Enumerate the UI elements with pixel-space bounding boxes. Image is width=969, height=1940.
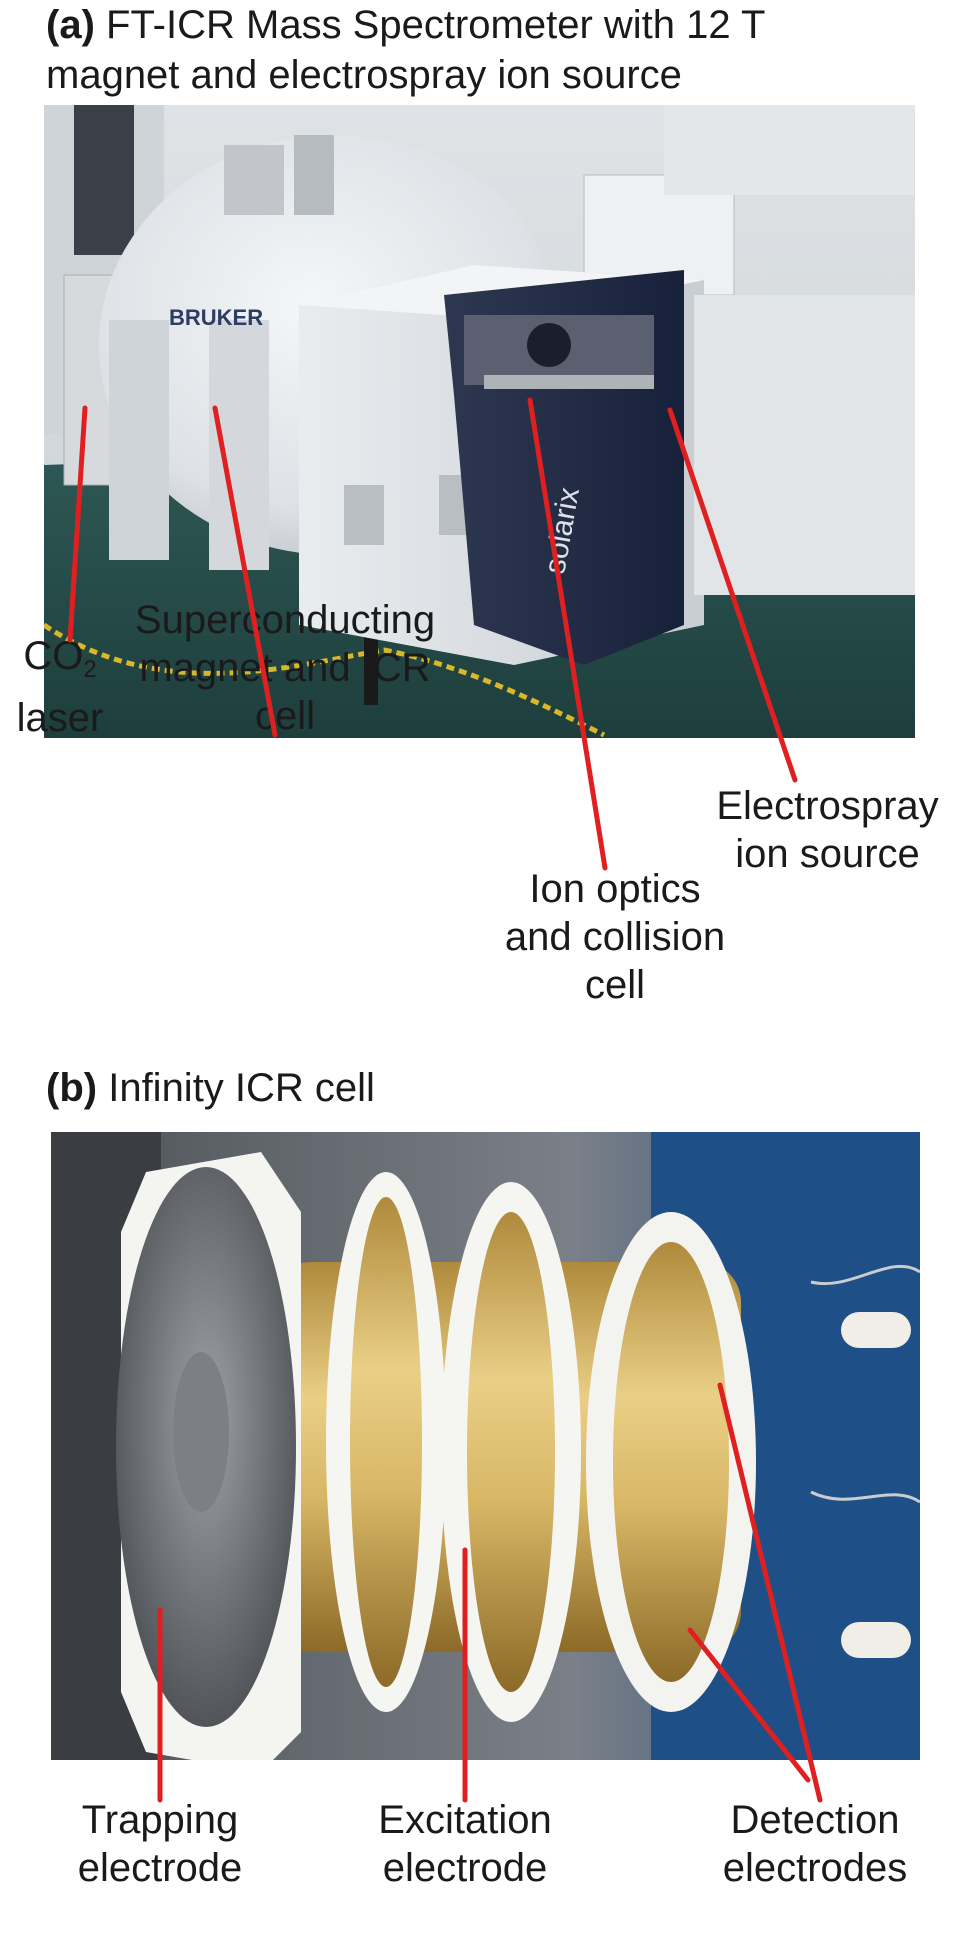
detection-label-line1: Detection <box>730 1798 900 1842</box>
panel-a-title: (a) FT-ICR Mass Spectrometer with 12 T <box>46 2 765 48</box>
panel-a-tag: (a) <box>46 3 95 47</box>
magnet-label-line3: cell <box>254 694 316 738</box>
magnet-label-line1: Superconducting <box>134 598 436 642</box>
trapping-electrode-label: Trapping electrode <box>40 1796 280 1892</box>
panel-a-title-line1: FT-ICR Mass Spectrometer with 12 T <box>106 3 766 47</box>
electrospray-label-line1: Electrospray <box>716 784 939 828</box>
detection-electrodes-label: Detection electrodes <box>690 1796 940 1892</box>
icr-cell-illustration <box>51 1132 920 1760</box>
electrospray-label-line2: ion source <box>735 832 920 876</box>
panel-b-title-text: Infinity ICR cell <box>108 1066 375 1110</box>
trapping-label-line1: Trapping <box>81 1798 239 1842</box>
co2-label-line2: laser <box>16 696 104 740</box>
panel-a-title-line2: magnet and electrospray ion source <box>46 53 682 97</box>
ion-optics-label-line3: cell <box>584 963 646 1007</box>
bruker-logo-text: BRUKER <box>169 305 263 330</box>
excitation-label-line2: electrode <box>382 1846 548 1890</box>
excitation-label-line1: Excitation <box>378 1798 552 1842</box>
panel-b-tag: (b) <box>46 1066 98 1110</box>
panel-b-title: (b) Infinity ICR cell <box>46 1065 375 1111</box>
electrospray-label: Electrospray ion source <box>690 782 965 878</box>
excitation-electrode-label: Excitation electrode <box>345 1796 585 1892</box>
co2-label-main: CO <box>23 634 84 678</box>
co2-label-subscript: 2 <box>83 656 97 683</box>
icr-cell-photo <box>51 1132 920 1760</box>
detection-label-line2: electrodes <box>722 1846 908 1890</box>
co2-laser-label: CO2 laser <box>5 632 115 742</box>
magnet-label: Superconducting magnet and ICR cell <box>100 596 470 740</box>
trapping-label-line2: electrode <box>77 1846 243 1890</box>
ion-optics-label-line1: Ion optics <box>529 867 701 911</box>
magnet-label-line2: magnet and ICR <box>139 646 431 690</box>
ion-optics-label-line2: and collision <box>504 915 726 959</box>
ion-optics-label: Ion optics and collision cell <box>475 865 755 1009</box>
